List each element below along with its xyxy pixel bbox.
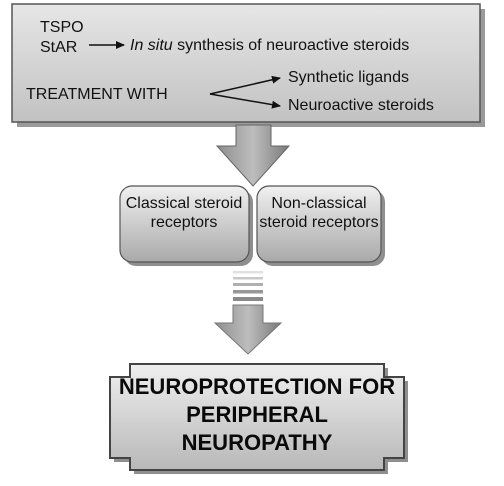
- synthesis-line: In situ synthesis of neuroactive steroid…: [130, 36, 409, 55]
- treatment-label: TREATMENT WITH: [26, 86, 168, 103]
- fade-stripe: [233, 297, 263, 301]
- non-classical-box: [256, 185, 382, 263]
- in-situ-label: In situ: [130, 37, 173, 54]
- classical-receptors-label: Classical steroid receptors: [125, 195, 243, 231]
- synthetic-ligands-label: Synthetic ligands: [288, 69, 409, 86]
- steroids-arrow: [209, 93, 281, 109]
- outcome-box: [109, 363, 405, 471]
- outcome-label: NEUROPROTECTION FOR PERIPHERAL NEUROPATH…: [118, 374, 396, 455]
- classical-box: [119, 185, 250, 263]
- fade-stripe: [233, 290, 263, 294]
- top-box: [11, 3, 481, 123]
- tspo-label: TSPO: [40, 19, 84, 36]
- fade-stripe: [233, 283, 263, 286]
- fade-stripe: [233, 277, 263, 280]
- neuroactive-steroids-label: Neuroactive steroids: [288, 97, 434, 114]
- synthesis-label: synthesis of neuroactive steroids: [177, 37, 410, 54]
- star-label: StAR: [40, 39, 78, 56]
- non-classical-receptors-label: Non-classical steroid receptors: [259, 195, 379, 231]
- fade-stripe: [233, 271, 263, 274]
- down-arrow-top: [215, 124, 291, 187]
- down-arrow-bottom: [213, 271, 283, 355]
- bottom-arrow-head: [213, 304, 283, 355]
- ligands-arrow: [209, 75, 281, 95]
